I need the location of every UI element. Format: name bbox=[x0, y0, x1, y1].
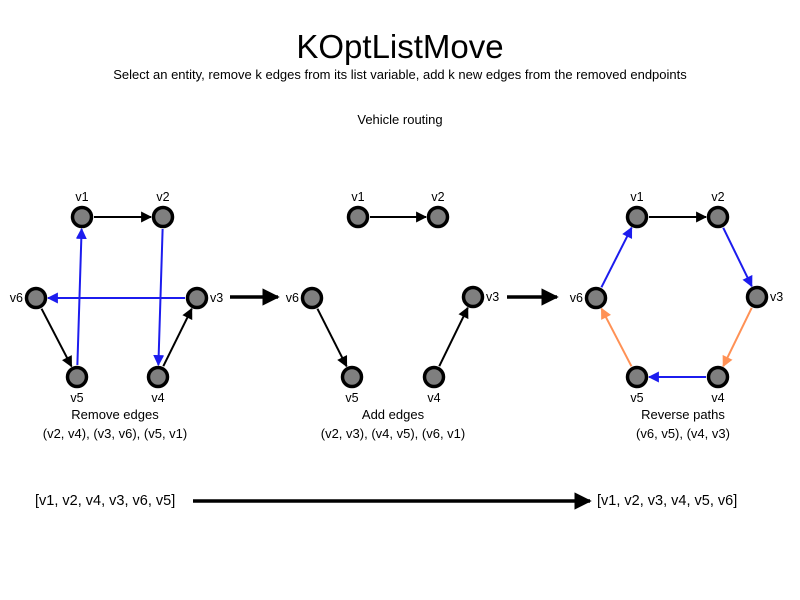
node-reverse-paths-v4 bbox=[706, 365, 730, 389]
node-label-reverse-paths-v2: v2 bbox=[711, 190, 724, 204]
node-label-reverse-paths-v4: v4 bbox=[711, 391, 724, 405]
node-remove-edges-v2 bbox=[151, 205, 175, 229]
caption-remove-edges: Remove edges (v2, v4), (v3, v6), (v5, v1… bbox=[15, 405, 215, 443]
node-label-add-edges-v3: v3 bbox=[486, 290, 499, 304]
edge-v6-v5 bbox=[316, 308, 348, 368]
node-reverse-paths-v3 bbox=[745, 285, 769, 309]
node-label-add-edges-v5: v5 bbox=[345, 391, 358, 405]
edge-v4-v3 bbox=[438, 306, 469, 367]
edge-v6-v5 bbox=[40, 308, 73, 368]
list-after: [v1, v2, v3, v4, v5, v6] bbox=[597, 493, 738, 509]
caption-add-edges-title: Add edges bbox=[361, 407, 425, 422]
node-reverse-paths-v5 bbox=[625, 365, 649, 389]
node-label-reverse-paths-v1: v1 bbox=[630, 190, 643, 204]
node-remove-edges-v5 bbox=[65, 365, 89, 389]
caption-reverse-paths-title: Reverse paths bbox=[641, 407, 725, 422]
node-label-add-edges-v1: v1 bbox=[351, 190, 364, 204]
node-label-remove-edges-v1: v1 bbox=[75, 190, 88, 204]
caption-add-edges: Add edges (v2, v3), (v4, v5), (v6, v1) bbox=[293, 405, 493, 443]
node-remove-edges-v4 bbox=[146, 365, 170, 389]
node-add-edges-v5 bbox=[340, 365, 364, 389]
page-title: KOptListMove bbox=[296, 28, 504, 65]
node-label-remove-edges-v5: v5 bbox=[70, 391, 83, 405]
node-add-edges-v1 bbox=[346, 205, 370, 229]
caption-remove-edges-title: Remove edges bbox=[71, 407, 159, 422]
node-label-remove-edges-v4: v4 bbox=[151, 391, 164, 405]
graph-add-edges: v1 v2 v3 v4 v5 v6 bbox=[286, 190, 499, 405]
edge-v3-v4 bbox=[722, 307, 753, 368]
caption-remove-edges-detail: (v2, v4), (v3, v6), (v5, v1) bbox=[42, 426, 188, 441]
graph-remove-edges: v1 v2 v3 v4 v5 v6 bbox=[10, 190, 223, 405]
caption-add-edges-detail: (v2, v3), (v4, v5), (v6, v1) bbox=[320, 426, 466, 441]
edge-v5-v1 bbox=[75, 227, 87, 366]
node-add-edges-v2 bbox=[426, 205, 450, 229]
node-reverse-paths-v1 bbox=[625, 205, 649, 229]
edge-v2-v3 bbox=[722, 227, 753, 288]
node-label-remove-edges-v3: v3 bbox=[210, 291, 223, 305]
edge-v5-v6 bbox=[600, 307, 633, 367]
node-label-add-edges-v6: v6 bbox=[286, 291, 299, 305]
node-reverse-paths-v2 bbox=[706, 205, 730, 229]
edge-v6-v1 bbox=[600, 226, 633, 288]
node-remove-edges-v3 bbox=[185, 286, 209, 310]
scenario-label: Vehicle routing bbox=[357, 112, 443, 127]
node-label-reverse-paths-v6: v6 bbox=[570, 291, 583, 305]
node-remove-edges-v6 bbox=[24, 286, 48, 310]
node-label-reverse-paths-v5: v5 bbox=[630, 391, 643, 405]
caption-reverse-paths: Reverse paths (v6, v5), (v4, v3) bbox=[583, 405, 783, 443]
list-before: [v1, v2, v4, v3, v6, v5] bbox=[35, 493, 176, 509]
edge-v4-v3 bbox=[162, 307, 193, 367]
subtitle: Select an entity, remove k edges from it… bbox=[113, 67, 687, 82]
node-add-edges-v4 bbox=[422, 365, 446, 389]
node-label-add-edges-v2: v2 bbox=[431, 190, 444, 204]
node-remove-edges-v1 bbox=[70, 205, 94, 229]
node-add-edges-v3 bbox=[461, 285, 485, 309]
graph-reverse-paths: v1 v2 v3 v4 v5 v6 bbox=[570, 190, 783, 405]
node-label-reverse-paths-v3: v3 bbox=[770, 290, 783, 304]
node-reverse-paths-v6 bbox=[584, 286, 608, 310]
node-label-remove-edges-v6: v6 bbox=[10, 291, 23, 305]
caption-reverse-paths-detail: (v6, v5), (v4, v3) bbox=[636, 426, 730, 441]
node-label-add-edges-v4: v4 bbox=[427, 391, 440, 405]
node-label-remove-edges-v2: v2 bbox=[156, 190, 169, 204]
node-add-edges-v6 bbox=[300, 286, 324, 310]
